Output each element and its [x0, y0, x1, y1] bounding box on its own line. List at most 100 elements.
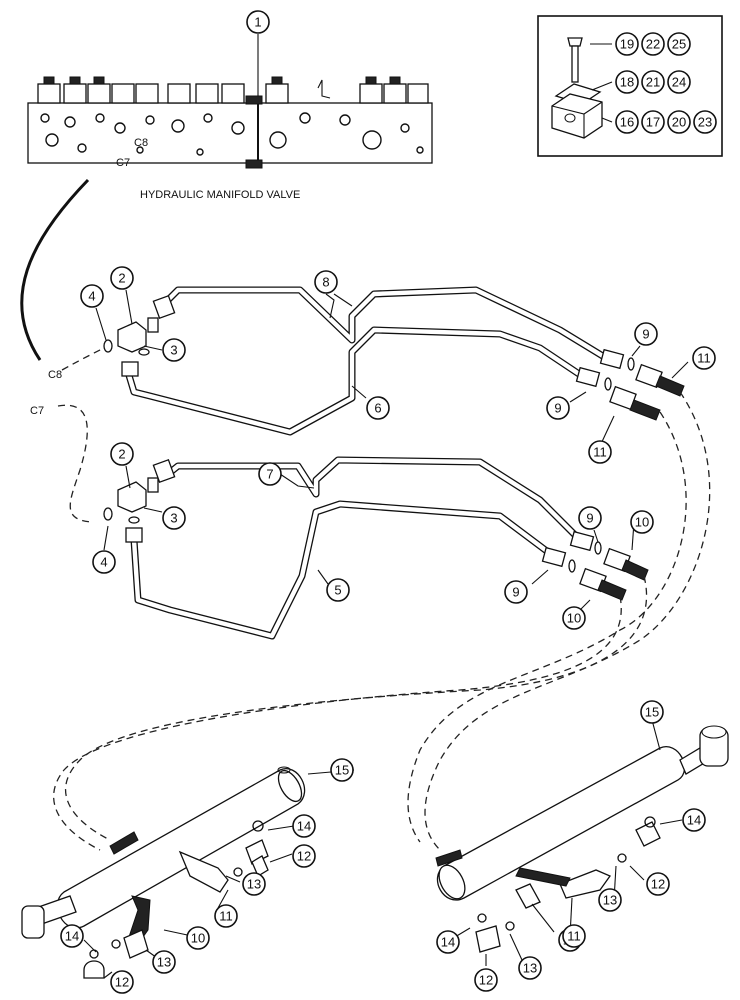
callout-13-left-b: 13	[152, 950, 176, 974]
svg-text:9: 9	[586, 511, 593, 526]
callout-2-upper: 2	[110, 266, 134, 290]
svg-text:11: 11	[697, 351, 711, 366]
svg-text:8: 8	[322, 275, 329, 290]
svg-text:21: 21	[646, 75, 660, 90]
callout-12-left-a: 12	[292, 844, 316, 868]
clamp-inset: 19 22 25 18 21 24 16 17 20 23	[537, 15, 723, 157]
callout-12-right-a: 12	[646, 872, 670, 896]
svg-text:11: 11	[219, 909, 233, 924]
callout-12-right-b: 12	[474, 968, 498, 992]
callout-8: 8	[314, 270, 338, 294]
svg-text:12: 12	[115, 975, 129, 990]
callout-13-right-b: 13	[518, 956, 542, 980]
callout-11-b: 11	[588, 440, 612, 464]
svg-text:1: 1	[254, 15, 261, 30]
svg-text:9: 9	[642, 327, 649, 342]
callout-17: 17	[641, 110, 665, 134]
svg-text:14: 14	[297, 819, 311, 834]
hose-label-c8: C8	[48, 369, 62, 381]
svg-text:4: 4	[100, 555, 107, 570]
callout-24: 24	[667, 70, 691, 94]
lower-tube-assembly	[130, 456, 582, 640]
svg-text:13: 13	[247, 877, 261, 892]
svg-text:6: 6	[374, 401, 381, 416]
solenoid-coils	[37, 76, 429, 104]
callout-19: 19	[615, 32, 639, 56]
svg-text:4: 4	[88, 289, 95, 304]
svg-text:9: 9	[554, 401, 561, 416]
callout-10-b: 10	[562, 606, 586, 630]
right-cylinder	[435, 725, 729, 953]
svg-text:25: 25	[672, 37, 686, 52]
callout-21: 21	[641, 70, 665, 94]
callout-9-b: 9	[546, 396, 570, 420]
svg-text:13: 13	[603, 893, 617, 908]
callout-9-c: 9	[578, 506, 602, 530]
manifold-title: HYDRAULIC MANIFOLD VALVE	[140, 189, 300, 201]
svg-text:10: 10	[567, 611, 581, 626]
svg-text:9: 9	[512, 585, 519, 600]
callout-14-right-a: 14	[682, 808, 706, 832]
callout-11-a: 11	[692, 346, 716, 370]
callout-11-rt: 11	[562, 924, 586, 948]
callout-23: 23	[693, 110, 717, 134]
svg-text:2: 2	[118, 271, 125, 286]
port-label-c7: C7	[116, 157, 130, 169]
callout-1: 1	[246, 10, 270, 34]
callout-3-upper: 3	[162, 338, 186, 362]
hose-routing	[53, 391, 711, 851]
callout-14-right-b: 14	[436, 930, 460, 954]
callout-20: 20	[667, 110, 691, 134]
svg-text:22: 22	[646, 37, 660, 52]
callout-3-lower: 3	[162, 506, 186, 530]
svg-text:14: 14	[65, 929, 79, 944]
callout-6: 6	[366, 396, 390, 420]
svg-text:14: 14	[687, 813, 701, 828]
hydraulic-manifold-valve: C8 C7 HYDRAULIC MANIFOLD VALVE	[27, 76, 433, 201]
svg-text:24: 24	[672, 75, 686, 90]
callout-4-lower: 4	[92, 550, 116, 574]
svg-text:18: 18	[620, 75, 634, 90]
callout-22: 22	[641, 32, 665, 56]
upper-tube-assembly	[124, 286, 610, 436]
svg-text:20: 20	[672, 115, 686, 130]
svg-text:12: 12	[297, 849, 311, 864]
svg-text:10: 10	[191, 931, 205, 946]
callout-15-left: 15	[330, 758, 354, 782]
svg-text:15: 15	[335, 763, 349, 778]
svg-text:3: 3	[170, 343, 177, 358]
lower-fittings	[103, 458, 649, 601]
callout-10-left: 10	[186, 926, 210, 950]
callout-4-upper: 4	[80, 284, 104, 308]
callout-16: 16	[615, 110, 639, 134]
callout-18: 18	[615, 70, 639, 94]
callout-15-right: 15	[640, 700, 664, 724]
callout-25: 25	[667, 32, 691, 56]
svg-text:12: 12	[479, 973, 493, 988]
svg-text:23: 23	[698, 115, 712, 130]
svg-text:15: 15	[645, 705, 659, 720]
callout-9-d: 9	[504, 580, 528, 604]
callout-10-a: 10	[630, 510, 654, 534]
svg-text:2: 2	[118, 447, 125, 462]
svg-text:12: 12	[651, 877, 665, 892]
callout-14-left-b: 14	[60, 924, 84, 948]
svg-text:3: 3	[170, 511, 177, 526]
upper-fittings	[103, 294, 685, 421]
callout-11-left: 11	[214, 904, 238, 928]
svg-text:11: 11	[567, 929, 581, 944]
callout-13-left-a: 13	[242, 872, 266, 896]
callout-7: 7	[258, 462, 282, 486]
svg-text:5: 5	[334, 583, 341, 598]
svg-text:11: 11	[593, 445, 607, 460]
svg-text:17: 17	[646, 115, 660, 130]
callout-2-lower: 2	[110, 442, 134, 466]
svg-text:13: 13	[523, 961, 537, 976]
leader-lines	[83, 289, 689, 979]
callout-5: 5	[326, 578, 350, 602]
callout-13-right-a: 13	[598, 888, 622, 912]
svg-text:10: 10	[635, 515, 649, 530]
svg-text:13: 13	[157, 955, 171, 970]
callout-12-left-b: 12	[110, 970, 134, 994]
